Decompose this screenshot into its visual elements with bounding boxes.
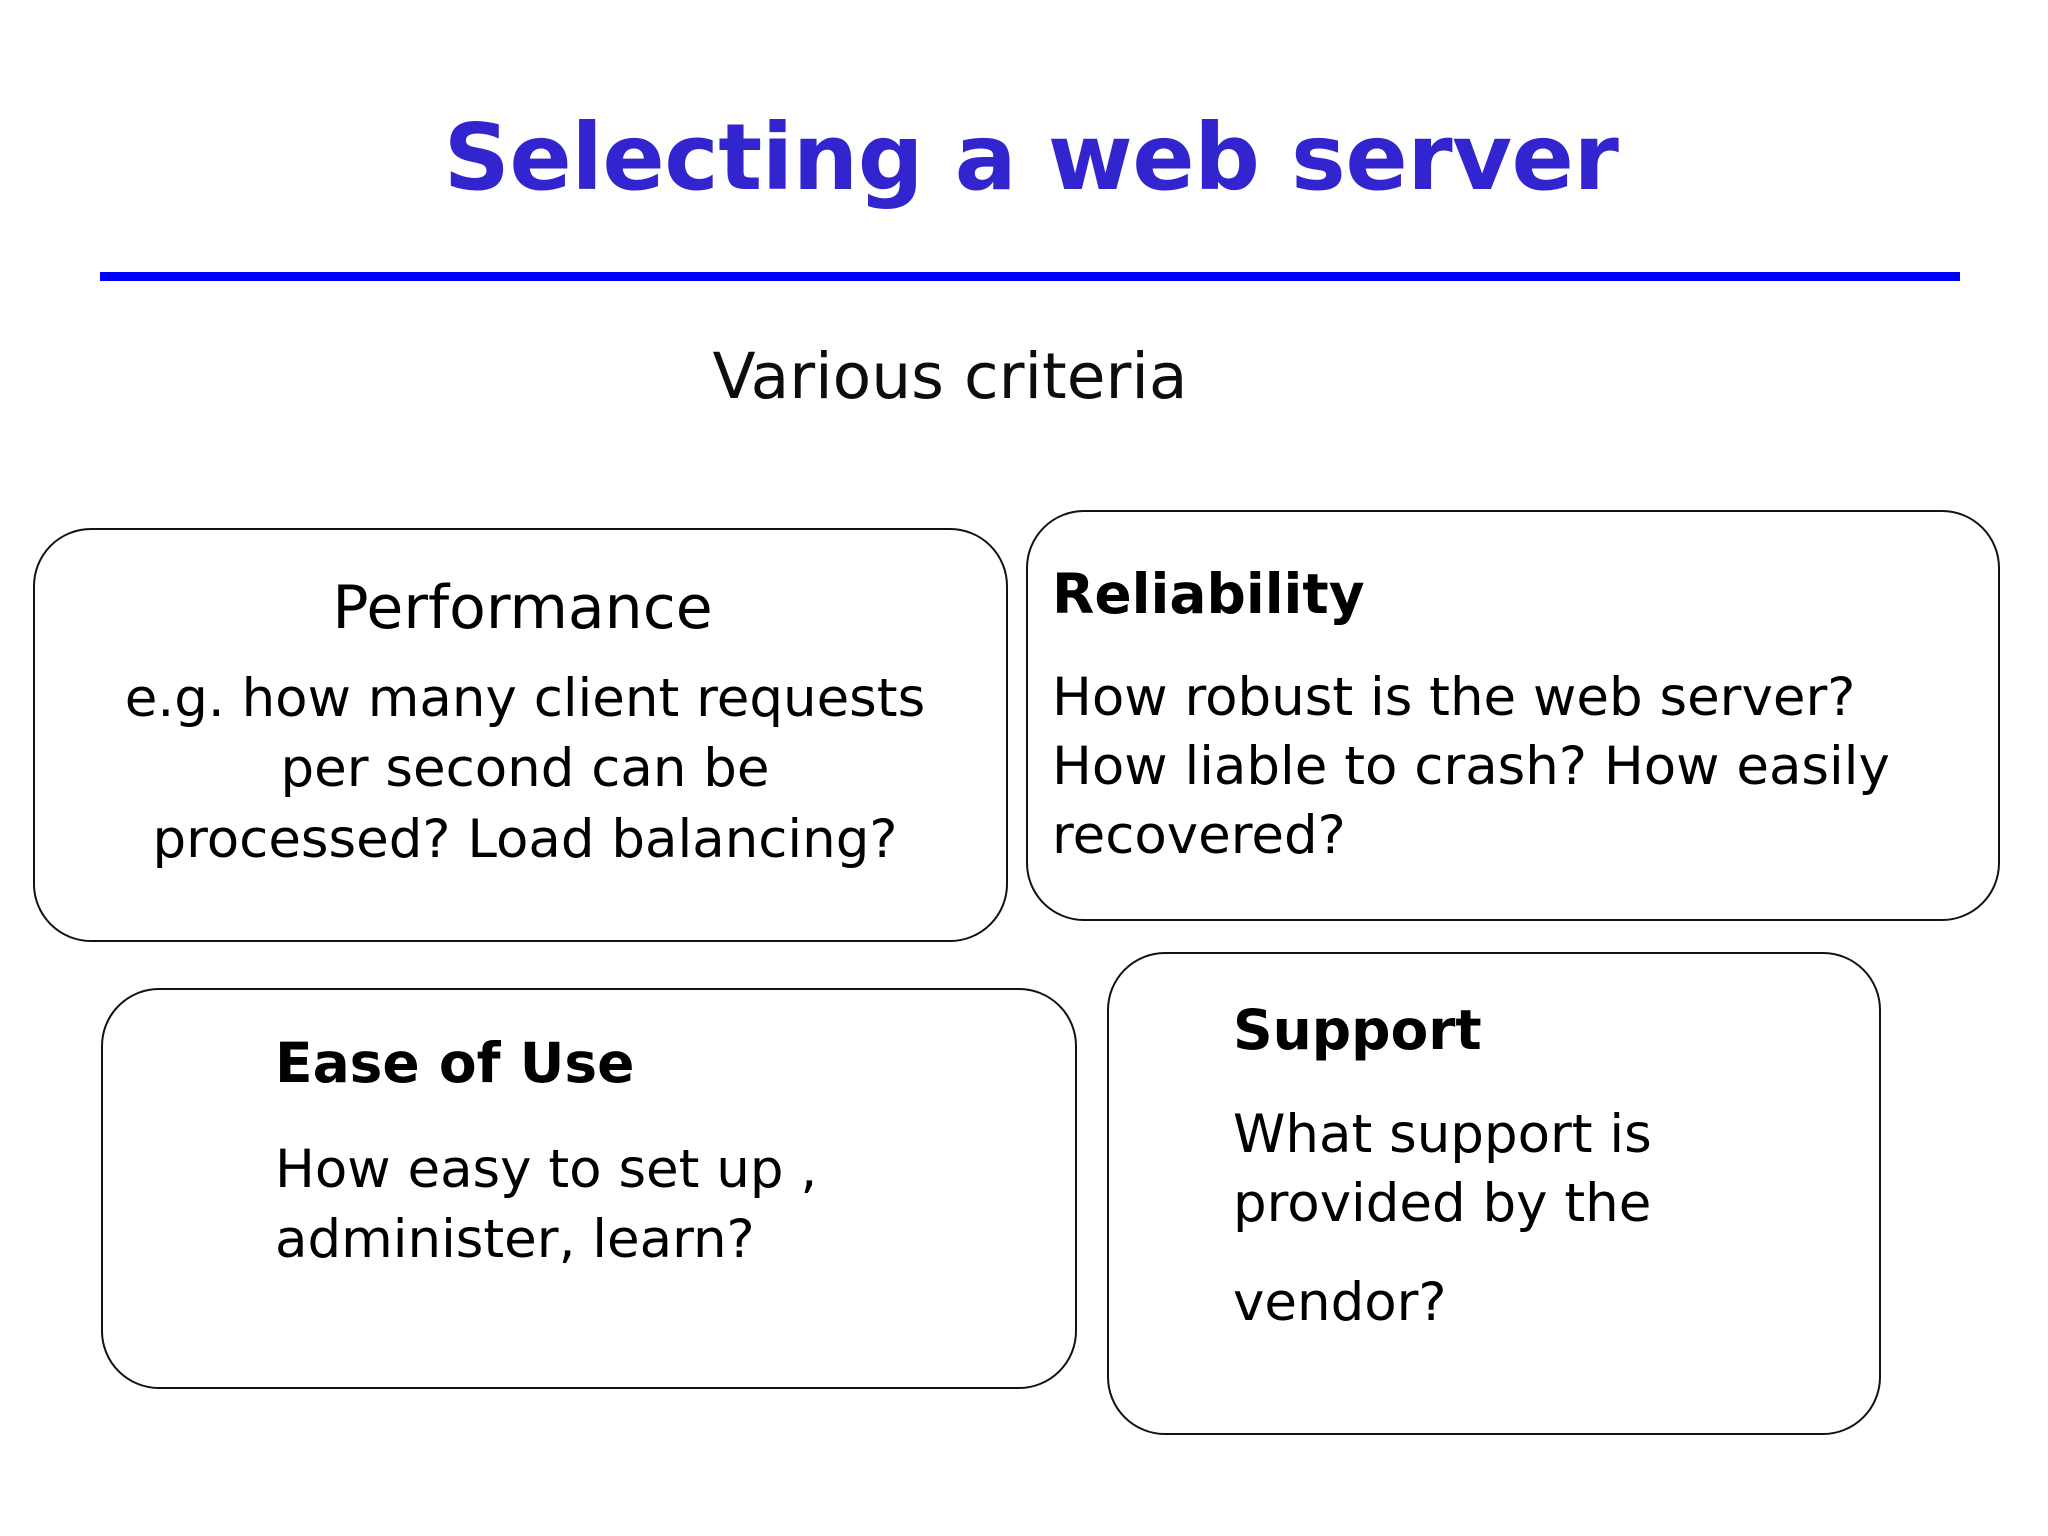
card-title-reliability: Reliability [1052, 562, 1365, 626]
title-underline-rule [100, 272, 1960, 281]
criteria-card-support[interactable]: Support What support is provided by the … [1107, 952, 1881, 1435]
card-body-line: processed? Load balancing? [152, 808, 898, 870]
page-title: Selecting a web server [443, 104, 1619, 211]
card-title-performance: Performance [332, 573, 713, 643]
card-body-line: administer, learn? [275, 1209, 755, 1271]
card-body-line: e.g. how many client requests [124, 668, 926, 729]
card-body-ease-of-use: How easy to set up , administer, learn? [275, 1135, 1035, 1276]
slide-subtitle: Various criteria [712, 340, 1188, 413]
card-body-line: vendor? [1233, 1271, 1447, 1333]
card-title-support: Support [1233, 998, 1482, 1062]
criteria-card-reliability[interactable]: Reliability How robust is the web server… [1026, 510, 2000, 921]
criteria-card-ease-of-use[interactable]: Ease of Use How easy to set up , adminis… [101, 988, 1077, 1389]
card-body-line: provided by the [1233, 1172, 1652, 1234]
card-body-performance: e.g. how many client requests per second… [80, 664, 970, 875]
card-body-line: How easy to set up , [275, 1139, 818, 1200]
card-body-line: How robust is the web server? [1052, 667, 1856, 728]
card-body-line: How liable to crash? How easily [1052, 735, 1890, 797]
card-body-line: per second can be [280, 738, 770, 800]
criteria-card-performance[interactable]: Performance e.g. how many client request… [33, 528, 1008, 942]
card-body-reliability: How robust is the web server? How liable… [1052, 664, 1942, 871]
card-title-ease-of-use: Ease of Use [275, 1031, 635, 1095]
card-body-line: What support is [1233, 1104, 1652, 1165]
card-body-support: What support is provided by the vendor? [1233, 1101, 1853, 1338]
card-body-line: recovered? [1052, 804, 1346, 866]
